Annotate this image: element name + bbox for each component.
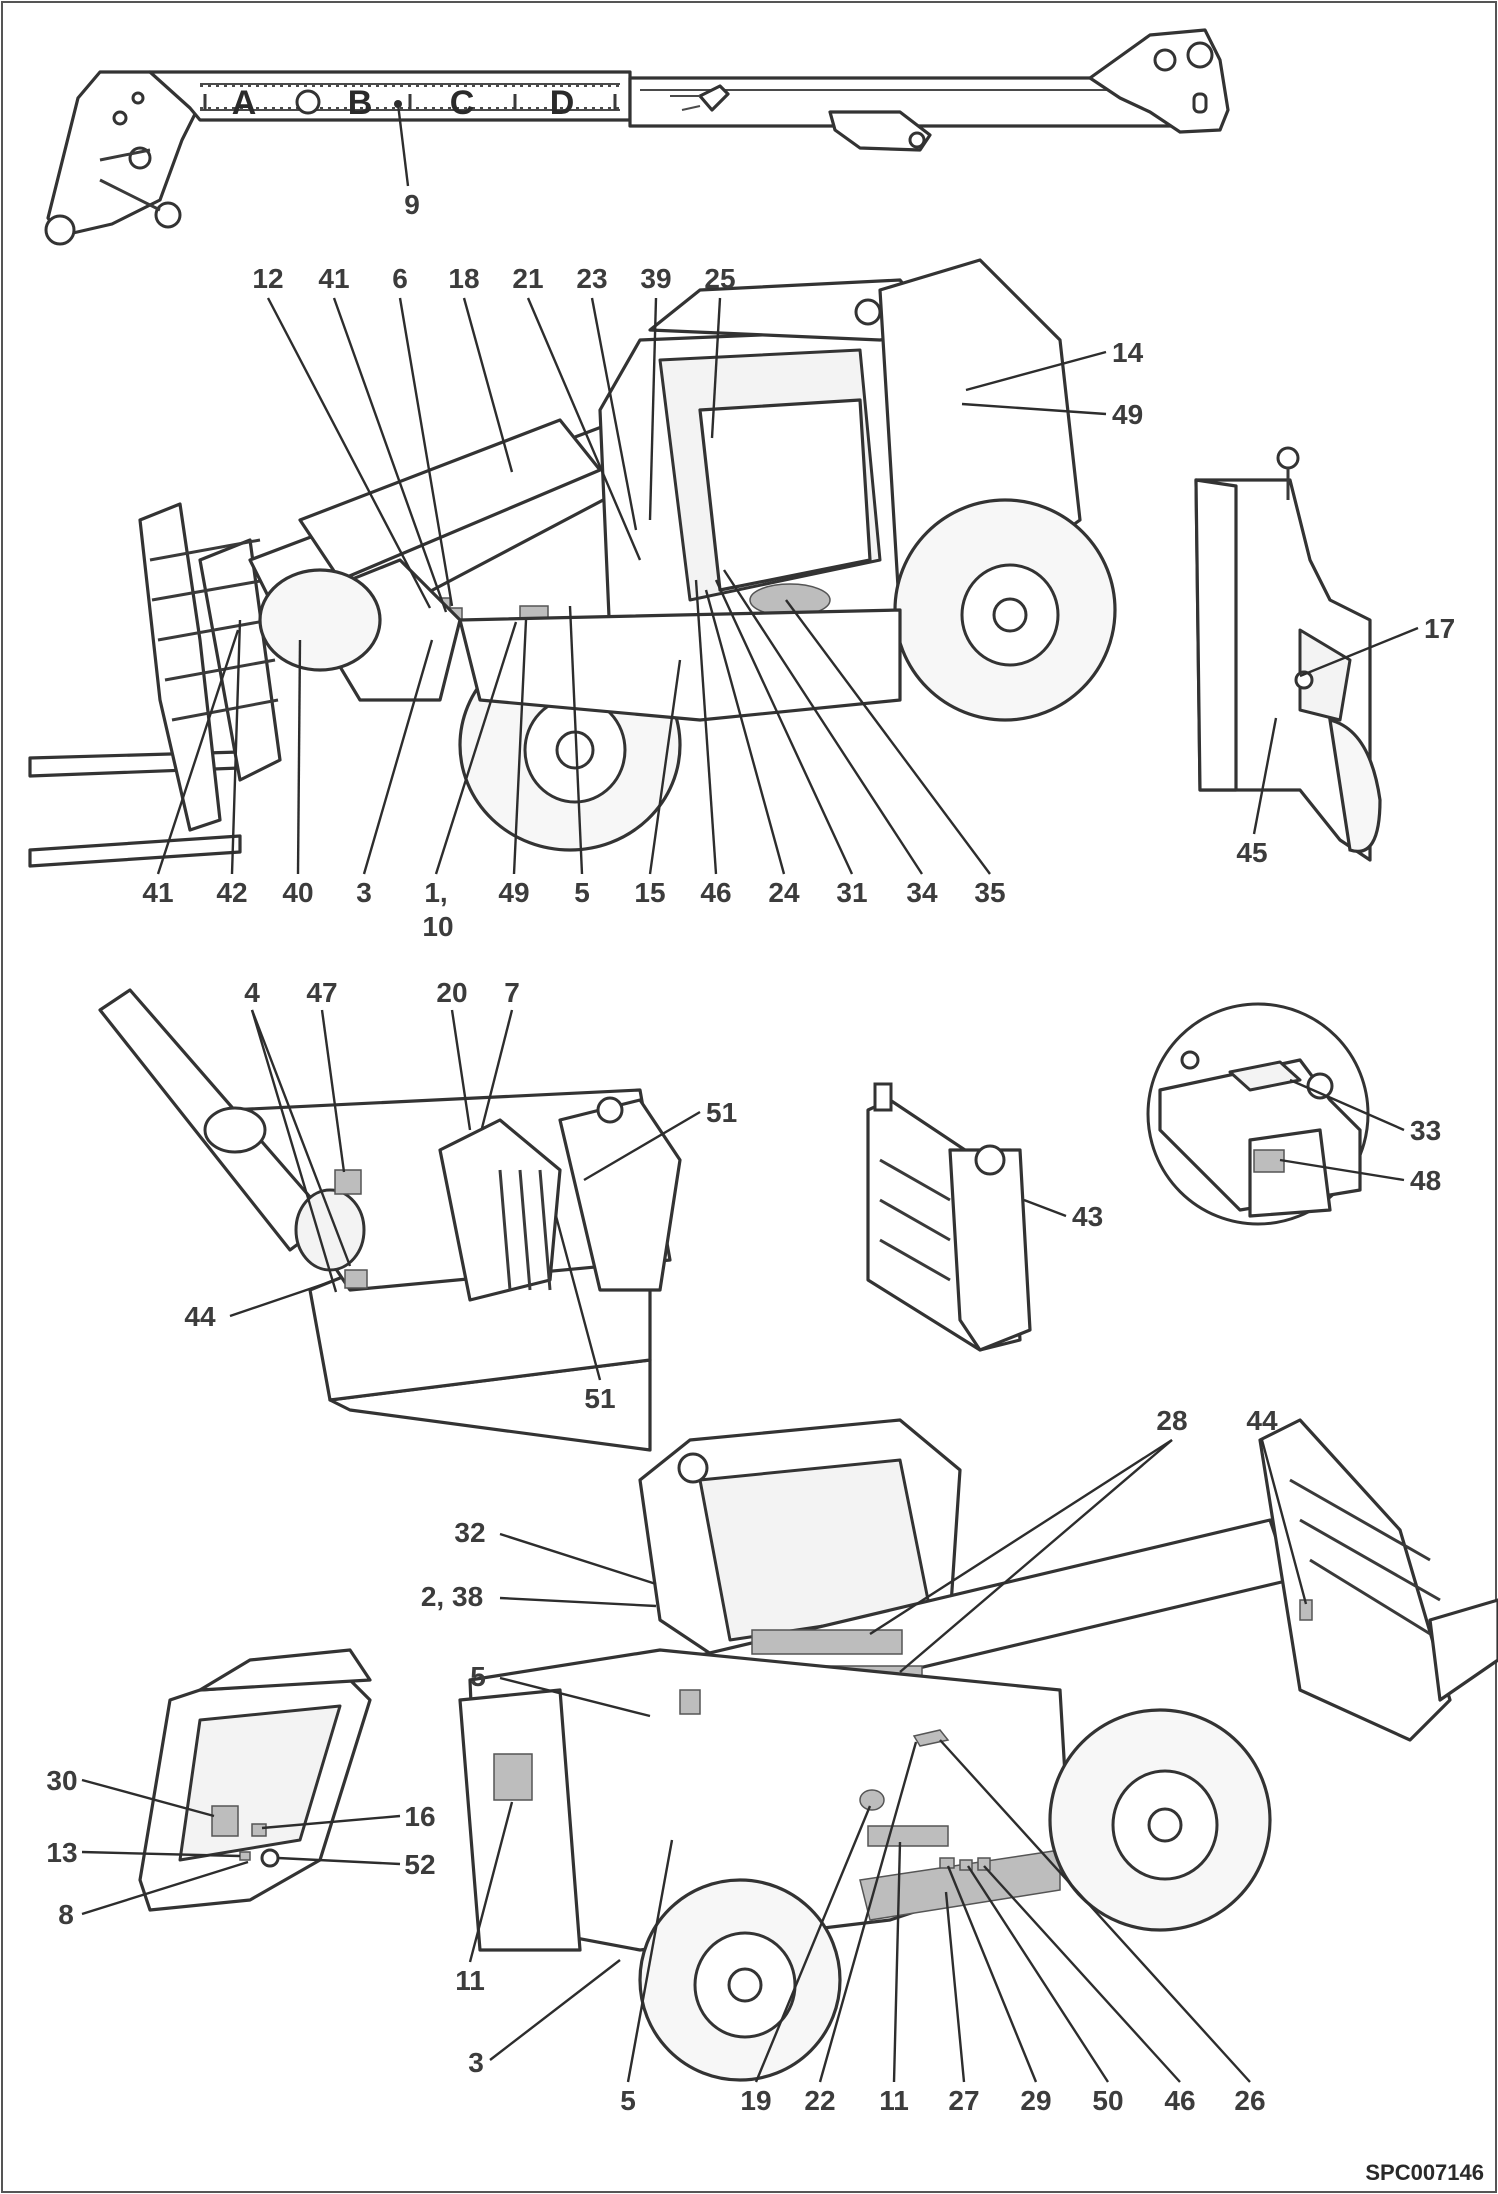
callout-label: 41 xyxy=(142,877,173,908)
callout-label: 34 xyxy=(906,877,938,908)
callout-label: 15 xyxy=(634,877,665,908)
callout-label: 51 xyxy=(584,1383,615,1414)
callout-label: 4 xyxy=(244,977,260,1008)
callout-label: 9 xyxy=(404,189,420,220)
callout-label: 5 xyxy=(470,1661,486,1692)
left-side-view: 12 41 6 18 21 23 39 25 14 49 41 42 xyxy=(28,258,1144,942)
callout-label: 13 xyxy=(46,1837,77,1868)
callout-label: 25 xyxy=(704,263,735,294)
callout-label: 44 xyxy=(184,1301,216,1332)
callout-label: 28 xyxy=(1156,1405,1187,1436)
callout-label: 21 xyxy=(512,263,543,294)
callout-label: 35 xyxy=(974,877,1005,908)
callout-label: 12 xyxy=(252,263,283,294)
callout-label: 49 xyxy=(498,877,529,908)
callout-label: 16 xyxy=(404,1801,435,1832)
left-view-top-callouts: 12 41 6 18 21 23 39 25 xyxy=(252,263,736,613)
callout-label: 22 xyxy=(804,2085,835,2116)
callout-label: 45 xyxy=(1236,837,1267,868)
callout-label: 32 xyxy=(454,1517,485,1548)
callout-label: 43 xyxy=(1072,1201,1103,1232)
callout-label: 41 xyxy=(318,263,349,294)
callout-label: 30 xyxy=(46,1765,77,1796)
callout-label: 50 xyxy=(1092,2085,1123,2116)
boom-section-label: C xyxy=(450,84,475,122)
callout-label: 46 xyxy=(700,877,731,908)
callout-label: 5 xyxy=(574,877,590,908)
callout-label: 33 xyxy=(1410,1115,1441,1146)
callout-label: 47 xyxy=(306,977,337,1008)
callout-label: 10 xyxy=(422,911,453,942)
callout-label: 3 xyxy=(356,877,372,908)
callout-label: 5 xyxy=(620,2085,636,2116)
callout-label: 3 xyxy=(468,2047,484,2078)
callout-label: 51 xyxy=(706,1097,737,1128)
left-view-right-callouts: 14 49 xyxy=(961,337,1144,430)
boom-view: A B C D 9 xyxy=(44,28,1230,246)
callout-label: 26 xyxy=(1234,2085,1265,2116)
callout-label: 6 xyxy=(392,263,408,294)
boom-section-label: B xyxy=(348,84,373,122)
callout-label: 39 xyxy=(640,263,671,294)
callout-label: 2, 38 xyxy=(421,1581,483,1612)
callout-label: 11 xyxy=(879,2085,909,2116)
callout-label: 48 xyxy=(1410,1165,1441,1196)
cab-detail-view: 30 16 13 52 8 xyxy=(46,1648,436,1930)
callout-label: 46 xyxy=(1164,2085,1195,2116)
callout-label: 24 xyxy=(768,877,800,908)
tank-detail-view: 43 xyxy=(866,1082,1103,1352)
callout-label: 7 xyxy=(504,977,520,1008)
callout-label: 49 xyxy=(1112,399,1143,430)
callout-label: 8 xyxy=(58,1899,74,1930)
callout-label: 1, xyxy=(424,877,447,908)
callout-label: 19 xyxy=(740,2085,771,2116)
callout-label: 31 xyxy=(836,877,867,908)
drawing-reference-code: SPC007146 xyxy=(1365,2160,1484,2185)
callout-label: 23 xyxy=(576,263,607,294)
rear-detail-view: 17 45 xyxy=(1194,446,1455,868)
callout-label: 44 xyxy=(1246,1405,1278,1436)
callout-label: 20 xyxy=(436,977,467,1008)
callout-label: 18 xyxy=(448,263,479,294)
left-view-bottom-callouts: 41 42 40 3 1, 10 49 5 15 46 24 31 34 35 xyxy=(142,569,1006,942)
callout-label: 52 xyxy=(404,1849,435,1880)
callout-label: 11 xyxy=(455,1965,485,1996)
engine-bay-view: 4 47 20 7 51 44 51 xyxy=(98,977,737,1452)
callout-label: 40 xyxy=(282,877,313,908)
callout-label: 42 xyxy=(216,877,247,908)
callout-label: 17 xyxy=(1424,613,1455,644)
circle-detail-view: 33 48 xyxy=(1146,1002,1441,1226)
right-side-view: 28 44 32 2, 38 5 3 5 19 22 11 27 29 50 4… xyxy=(421,1405,1498,2116)
callout-label: 27 xyxy=(948,2085,979,2116)
callout-label: 14 xyxy=(1112,337,1144,368)
boom-section-label: A xyxy=(232,84,257,122)
boom-section-label: D xyxy=(550,84,575,122)
callout-label: 29 xyxy=(1020,2085,1051,2116)
